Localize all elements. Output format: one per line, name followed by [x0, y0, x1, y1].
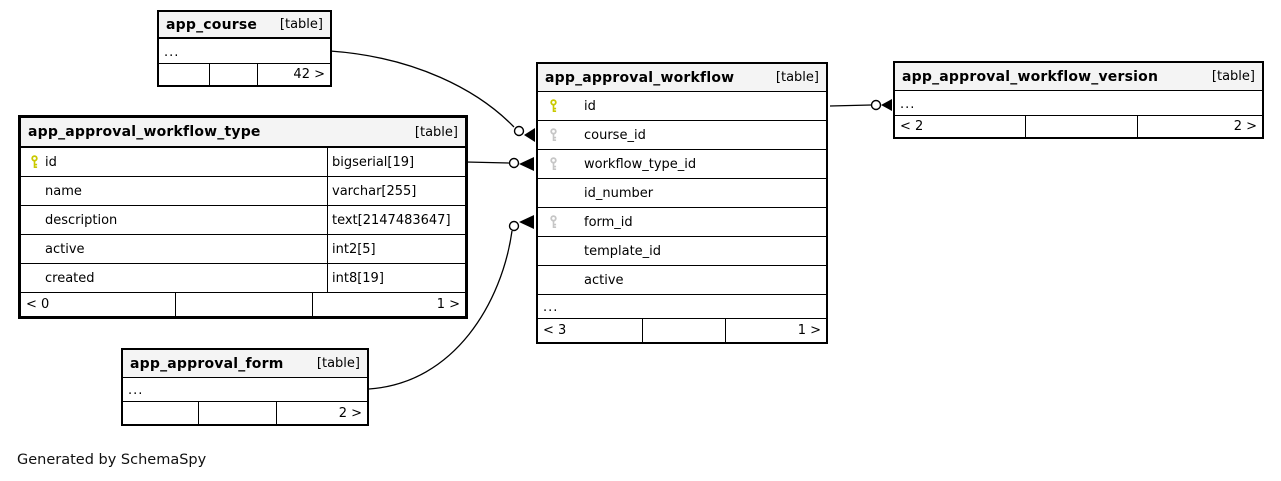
table-tag: [table]	[414, 124, 458, 140]
column-name: active	[45, 241, 85, 257]
table-header[interactable]: app_approval_workflow [table]	[538, 64, 826, 92]
zero-circle-marker	[508, 157, 520, 169]
footer-children-count: < 3	[543, 323, 567, 338]
column-name: active	[584, 272, 624, 288]
table-footer: < 3 1 >	[538, 319, 826, 342]
footer-cell	[642, 319, 725, 342]
column-name: form_id	[584, 214, 633, 230]
zero-circle-marker	[870, 99, 882, 111]
column-type: bigserial[19]	[327, 148, 465, 176]
footer-cell	[175, 293, 312, 316]
crowfoot-marker	[524, 128, 535, 142]
column-row-id_number: id_number	[538, 179, 826, 208]
column-type: text[2147483647]	[327, 206, 465, 234]
footer-children-count: < 0	[26, 297, 50, 312]
generator-note: Generated by SchemaSpy	[17, 452, 207, 468]
column-row-id: id	[538, 92, 826, 121]
table-footer: < 0 1 >	[21, 293, 465, 316]
zero-circle-marker	[508, 220, 520, 232]
column-row-id: id bigserial[19]	[21, 148, 465, 177]
primary-key-icon	[29, 155, 41, 169]
foreign-key-icon	[548, 128, 560, 142]
column-name: id	[584, 98, 596, 114]
table-header[interactable]: app_approval_workflow_version [table]	[895, 63, 1262, 91]
footer-related-count: 1 >	[725, 319, 826, 342]
no-key-spacer	[29, 184, 41, 198]
footer-related-count: 42 >	[257, 64, 330, 85]
table-name: app_approval_workflow_type	[28, 124, 261, 140]
column-name: name	[45, 183, 82, 199]
footer-children-count: < 2	[900, 119, 924, 134]
footer-cell	[159, 64, 209, 85]
table-header[interactable]: app_approval_workflow_type [table]	[21, 118, 465, 148]
table-name: app_approval_form	[130, 355, 284, 372]
footer-cell	[1025, 116, 1137, 137]
table-name: app_approval_workflow	[545, 69, 735, 86]
table-tag: [table]	[1211, 69, 1255, 84]
column-row-workflow_type_id: workflow_type_id	[538, 150, 826, 179]
table-name: app_approval_workflow_version	[902, 68, 1159, 85]
column-type: varchar[255]	[327, 177, 465, 205]
column-row-active: active int2[5]	[21, 235, 465, 264]
table-header[interactable]: app_course [table]	[159, 12, 330, 39]
no-key-spacer	[29, 213, 41, 227]
no-key-spacer	[548, 186, 560, 200]
footer-related-count: 1 >	[312, 293, 465, 316]
collapsed-columns-row: ...	[123, 378, 367, 402]
table-footer: < 2 2 >	[895, 116, 1262, 137]
table-app_course[interactable]: app_course [table] ... 42 >	[157, 10, 332, 87]
primary-key-icon	[548, 99, 560, 113]
column-row-name: name varchar[255]	[21, 177, 465, 206]
table-tag: [table]	[775, 70, 819, 85]
column-row-template_id: template_id	[538, 237, 826, 266]
table-app_approval_form[interactable]: app_approval_form [table] ... 2 >	[121, 348, 369, 426]
no-key-spacer	[29, 271, 41, 285]
table-tag: [table]	[279, 17, 323, 32]
table-footer: 42 >	[159, 64, 330, 85]
no-key-spacer	[548, 244, 560, 258]
footer-cell	[209, 64, 257, 85]
crowfoot-marker	[519, 157, 534, 171]
column-name: description	[45, 212, 118, 228]
no-key-spacer	[548, 273, 560, 287]
column-row-created: created int8[19]	[21, 264, 465, 293]
column-name: workflow_type_id	[584, 156, 697, 172]
relationship-workflow_type-workflow_type_id	[465, 157, 534, 171]
no-key-spacer	[29, 242, 41, 256]
foreign-key-icon	[548, 157, 560, 171]
column-row-form_id: form_id	[538, 208, 826, 237]
footer-related-count: 2 >	[276, 402, 367, 424]
column-name: id	[45, 154, 57, 170]
column-row-course_id: course_id	[538, 121, 826, 150]
table-footer: 2 >	[123, 402, 367, 424]
collapsed-columns-row: ...	[895, 91, 1262, 116]
crowfoot-marker	[519, 215, 534, 229]
collapsed-columns-row: ...	[159, 39, 330, 64]
footer-related-count: 2 >	[1137, 116, 1262, 137]
column-row-active: active	[538, 266, 826, 295]
footer-cell	[198, 402, 276, 424]
column-row-description: description text[2147483647]	[21, 206, 465, 235]
zero-circle-marker	[513, 125, 525, 137]
footer-cell	[123, 402, 198, 424]
column-name: template_id	[584, 243, 662, 259]
table-name: app_course	[166, 16, 258, 33]
column-type: int8[19]	[327, 264, 465, 292]
table-header[interactable]: app_approval_form [table]	[123, 350, 367, 378]
column-type: int2[5]	[327, 235, 465, 263]
table-app_approval_workflow_type[interactable]: app_approval_workflow_type [table] id bi…	[18, 115, 468, 319]
collapsed-columns-row: ...	[538, 295, 826, 319]
column-name: created	[45, 270, 95, 286]
table-tag: [table]	[316, 356, 360, 371]
column-name: course_id	[584, 127, 646, 143]
table-app_approval_workflow_version[interactable]: app_approval_workflow_version [table] ..…	[893, 61, 1264, 139]
foreign-key-icon	[548, 215, 560, 229]
crowfoot-marker	[881, 99, 892, 111]
table-app_approval_workflow[interactable]: app_approval_workflow [table] id course_…	[536, 62, 828, 344]
relationship-workflow_id-version	[829, 99, 892, 111]
column-name: id_number	[584, 185, 654, 201]
